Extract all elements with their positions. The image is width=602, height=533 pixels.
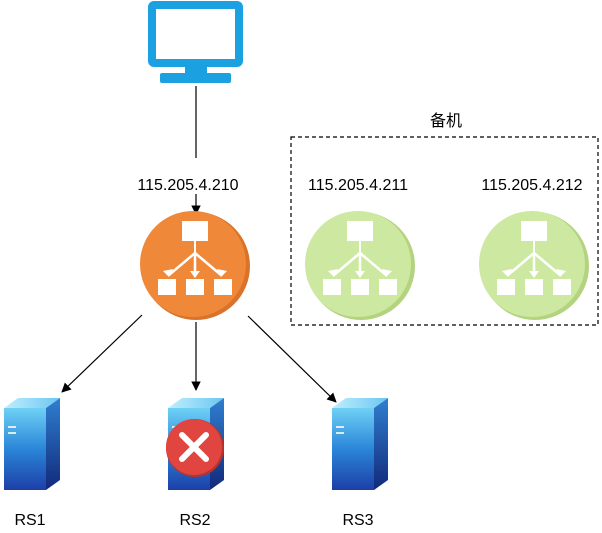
monitor-icon [148,1,243,83]
server-rs3-label: RS3 [342,512,373,529]
lb-to-rs3-arrow [247,315,337,403]
server-rs1-label: RS1 [14,512,45,529]
server-rs1 [4,398,60,490]
backup-node-1-ip-label: 115.205.4.211 [308,177,408,194]
server-rs2 [166,398,224,490]
backup-load-balancer-2 [479,211,589,320]
backup-group-box [290,136,599,326]
backup-group-label: 备机 [430,112,462,130]
server-rs3 [332,398,388,490]
server-icon [4,398,60,490]
backup-load-balancer-1 [305,211,415,320]
primary-lb-ip-label: 115.205.4.210 [137,177,238,194]
server-icon [332,398,388,490]
lb-to-rs1-arrow [61,314,143,393]
server-rs2-label: RS2 [179,512,210,529]
backup-node-2-ip-label: 115.205.4.212 [481,177,582,194]
error-x-icon [166,419,224,477]
primary-load-balancer [140,211,250,320]
